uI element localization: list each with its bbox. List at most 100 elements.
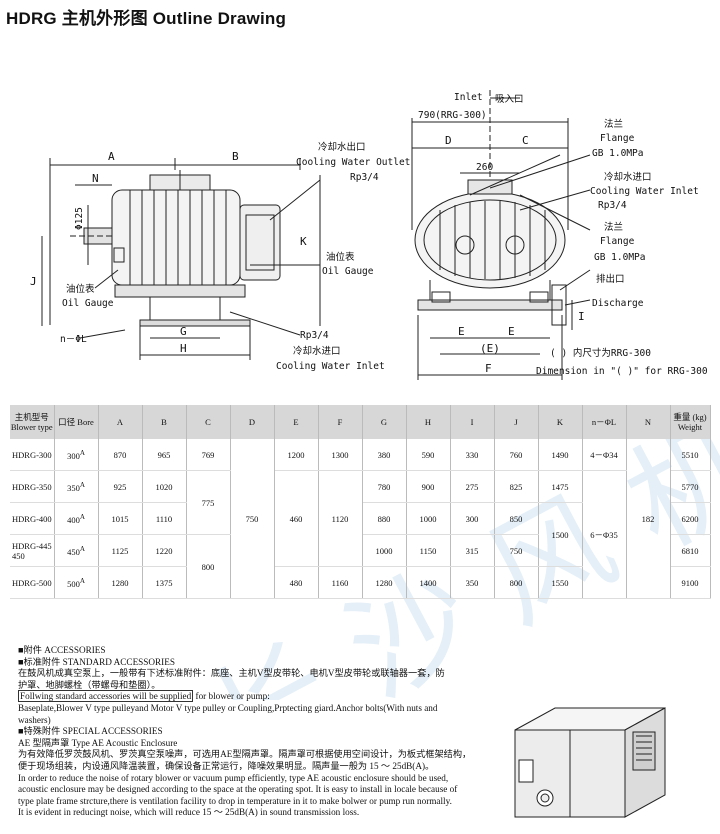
cell-i: 300 xyxy=(450,502,495,535)
th-f: F xyxy=(318,405,363,439)
dim-260: 260 xyxy=(476,162,493,173)
cell-d-merged: 750 xyxy=(230,439,275,599)
cell-model: HDRG-300 xyxy=(10,439,55,471)
dim-i: I xyxy=(578,310,585,323)
dim-rrg300: 790(RRG-300) xyxy=(418,110,487,121)
cell-c-merged-mid: 775 xyxy=(186,470,231,535)
cell-b: 1110 xyxy=(142,502,187,535)
ae-en-line-3: type plate frame strcture,there is venti… xyxy=(18,795,452,806)
cell-e: 1200 xyxy=(274,439,319,471)
ae-en-line-2: acoustic enclosure may be designed accor… xyxy=(18,784,458,795)
cell-n-phil-merged: 6－Φ35 xyxy=(582,470,627,599)
cw-inlet-cn-bottom: 冷却水进口 xyxy=(293,345,341,357)
dim-phi125: Φ125 xyxy=(74,207,85,230)
standard-en-line-2: washers) xyxy=(18,714,51,725)
gb-top: GB 1.0MPa xyxy=(592,148,643,159)
oil-gauge-cn-left: 油位表 xyxy=(66,283,95,295)
cell-j: 750 xyxy=(494,534,539,567)
cell-g: 1000 xyxy=(362,534,407,567)
cell-c-merged-low: 800 xyxy=(186,534,231,599)
cell-b: 1220 xyxy=(142,534,187,567)
ae-cn-line-2: 便于现场组装，内设通风降温装置，确保设备正常运行，降噪效果明显。隔声量一般为 1… xyxy=(18,760,435,771)
cell-j: 850 xyxy=(494,502,539,535)
dim-j: J xyxy=(30,275,37,288)
cell-bore: 350A xyxy=(54,470,99,503)
cw-outlet-rp: Rp3/4 xyxy=(350,172,379,183)
discharge-en: Discharge xyxy=(592,298,644,309)
th-n-phil: n－ΦL xyxy=(582,405,627,439)
standard-en-intro: Follwing standard accessories will be su… xyxy=(18,690,270,703)
cell-g: 780 xyxy=(362,470,407,503)
th-k: K xyxy=(538,405,583,439)
oil-gauge-cn-right: 油位表 xyxy=(326,251,355,263)
cell-h: 590 xyxy=(406,439,451,471)
dim-k: K xyxy=(300,235,307,248)
oil-gauge-en-right: Oil Gauge xyxy=(322,266,374,277)
dim-e-right: E xyxy=(508,325,515,338)
flange-cn-top: 法兰 xyxy=(604,118,623,130)
dim-h: H xyxy=(180,342,187,355)
cell-a: 870 xyxy=(98,439,143,471)
dim-g: G xyxy=(180,325,187,338)
cell-c: 769 xyxy=(186,439,231,471)
th-b: B xyxy=(142,405,187,439)
dim-f: F xyxy=(485,362,492,375)
th-j: J xyxy=(494,405,539,439)
th-i: I xyxy=(450,405,495,439)
th-h: H xyxy=(406,405,451,439)
table-row: HDRG-445 450 450A 1125 1220 800 1000 115… xyxy=(10,534,711,599)
cell-g: 380 xyxy=(362,439,407,471)
cell-h: 1150 xyxy=(406,534,451,567)
table-row: HDRG-400 400A 1015 1110 880 1000 300 850… xyxy=(10,502,711,567)
standard-en-line-1: Baseplate,Blower V type pulleyand Motor … xyxy=(18,702,438,713)
cell-weight: 6810 xyxy=(670,534,711,567)
cell-j: 760 xyxy=(494,439,539,471)
inlet-cn: 吸入口 xyxy=(495,94,524,105)
dim-c: C xyxy=(522,134,529,147)
th-c: C xyxy=(186,405,231,439)
cell-n-phil: 4－Φ34 xyxy=(582,439,627,471)
th-bore: 口径 Bore xyxy=(54,405,99,439)
cell-j: 800 xyxy=(494,566,539,599)
cell-h: 1000 xyxy=(406,502,451,535)
dim-e-left: E xyxy=(458,325,465,338)
cell-f-merged: 1120 xyxy=(318,470,363,567)
accessories-notes: ■附件 ACCESSORIES ■标准附件 STANDARD ACCESSORI… xyxy=(18,645,488,819)
table-row: HDRG-350 350A 925 1020 775 460 1120 780 … xyxy=(10,470,711,599)
cw-outlet-cn: 冷却水出口 xyxy=(318,141,366,153)
cell-b: 1020 xyxy=(142,470,187,503)
cw-inlet-rp-right: Rp3/4 xyxy=(598,200,627,211)
cell-n-merged: 182 xyxy=(626,439,671,599)
cell-a: 1125 xyxy=(98,534,143,567)
standard-heading: ■标准附件 STANDARD ACCESSORIES xyxy=(18,656,175,667)
th-blower-type: 主机型号 Blower type xyxy=(10,405,55,439)
ae-en-line-4: It is evident in reducingt noise, which … xyxy=(18,807,360,818)
dimension-note-cn: ( ) 内尺寸为RRG-300 xyxy=(550,347,651,359)
page-title: HDRG 主机外形图 Outline Drawing xyxy=(6,9,287,28)
standard-cn-line-2: 护罩、地脚螺栓（带螺母和垫圈）。 xyxy=(18,679,161,690)
dim-n: N xyxy=(92,172,99,185)
cell-a: 925 xyxy=(98,470,143,503)
cw-outlet-en: Cooling Water Outlet xyxy=(296,157,410,168)
cell-k-merged: 1500 xyxy=(538,502,583,567)
th-weight: 重量 (kg) Weight xyxy=(670,405,711,439)
th-g: G xyxy=(362,405,407,439)
cell-h: 900 xyxy=(406,470,451,503)
cell-i: 350 xyxy=(450,566,495,599)
cw-inlet-en-bottom: Cooling Water Inlet xyxy=(276,361,385,372)
acoustic-enclosure-image xyxy=(514,707,666,818)
oil-gauge-en-left: Oil Gauge xyxy=(62,298,114,309)
dim-e-paren: (E) xyxy=(480,342,500,355)
side-view xyxy=(41,158,321,360)
cell-weight: 5510 xyxy=(670,439,711,471)
cell-bore: 500A xyxy=(54,566,99,599)
cell-b: 965 xyxy=(142,439,187,471)
cell-f: 1300 xyxy=(318,439,363,471)
cell-model: HDRG-400 xyxy=(10,502,55,535)
n-phil-label: n－ΦL xyxy=(60,334,87,345)
cell-b: 1375 xyxy=(142,566,187,599)
cell-bore: 450A xyxy=(54,534,99,567)
flange-en-bottom: Flange xyxy=(600,236,635,247)
cell-e-merged: 460 xyxy=(274,470,319,567)
cell-i: 275 xyxy=(450,470,495,503)
